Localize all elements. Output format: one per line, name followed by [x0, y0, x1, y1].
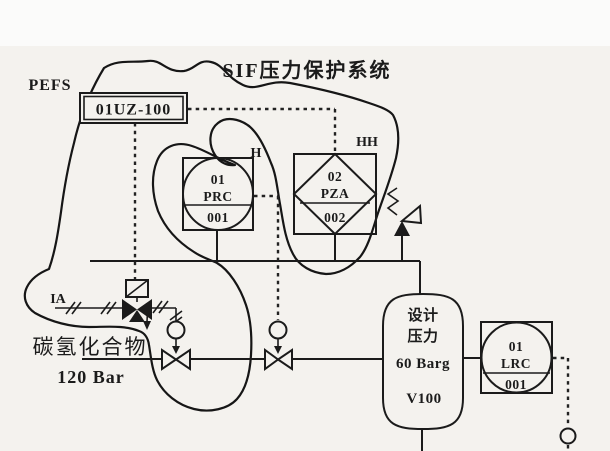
uz-to-pza-signal — [188, 107, 337, 152]
vessel-text-4: V100 — [406, 391, 441, 407]
line-break-mark — [152, 300, 169, 314]
lrc-line1: 01 — [509, 339, 524, 354]
lrc-output-signal — [553, 356, 570, 451]
logic-solver-box: 01UZ-100 — [79, 92, 188, 124]
fluid-name-label: 碳氢化合物 — [33, 335, 148, 359]
top-margin-band — [0, 0, 610, 46]
prc-line3: 001 — [207, 210, 229, 225]
pefs-label: PEFS — [28, 77, 71, 94]
pza-instrument: 02 PZA 002 — [292, 152, 378, 236]
signal-lines — [133, 107, 570, 451]
sif-system-title: SIF压力保护系统 — [222, 58, 391, 82]
vessel-text-2: 压力 — [407, 327, 438, 345]
sif-boundary-cloud — [23, 59, 400, 412]
solenoid-valve-icon — [122, 279, 152, 322]
shutdown-valve-icon — [161, 320, 191, 371]
alarm-hh-label: HH — [356, 135, 378, 150]
line-break-mark — [65, 301, 82, 315]
instrument-air-label: IA — [50, 292, 66, 307]
pza-line2: PZA — [321, 186, 350, 201]
logic-solver-tag: 01UZ-100 — [96, 102, 172, 119]
vessel-v100: 设计 压力 60 Barg V100 — [382, 292, 464, 431]
vessel-text-1: 设计 — [407, 306, 438, 324]
prc-to-valve-signal — [254, 194, 280, 320]
prc-line1: 01 — [211, 172, 226, 187]
vent-arrowhead — [143, 321, 151, 330]
signal-junction-circle — [559, 427, 577, 445]
lrc-line3: 001 — [505, 377, 527, 392]
impulse-header — [90, 230, 421, 294]
process-pipe — [82, 357, 481, 451]
line-break-mark — [100, 301, 117, 315]
lrc-instrument: 01 LRC 001 — [480, 321, 553, 394]
prc-instrument: 01 PRC 001 — [182, 157, 254, 231]
pza-line3: 002 — [324, 210, 346, 225]
alarm-h-label: H — [251, 146, 262, 161]
control-valve-icon — [264, 320, 293, 371]
relief-valve-icon — [386, 187, 423, 236]
pza-line1: 02 — [328, 169, 343, 184]
vessel-text-3: 60 Barg — [396, 356, 450, 372]
prc-line2: PRC — [203, 189, 232, 204]
lrc-line2: LRC — [501, 356, 531, 371]
fluid-pressure-label: 120 Bar — [57, 367, 125, 387]
